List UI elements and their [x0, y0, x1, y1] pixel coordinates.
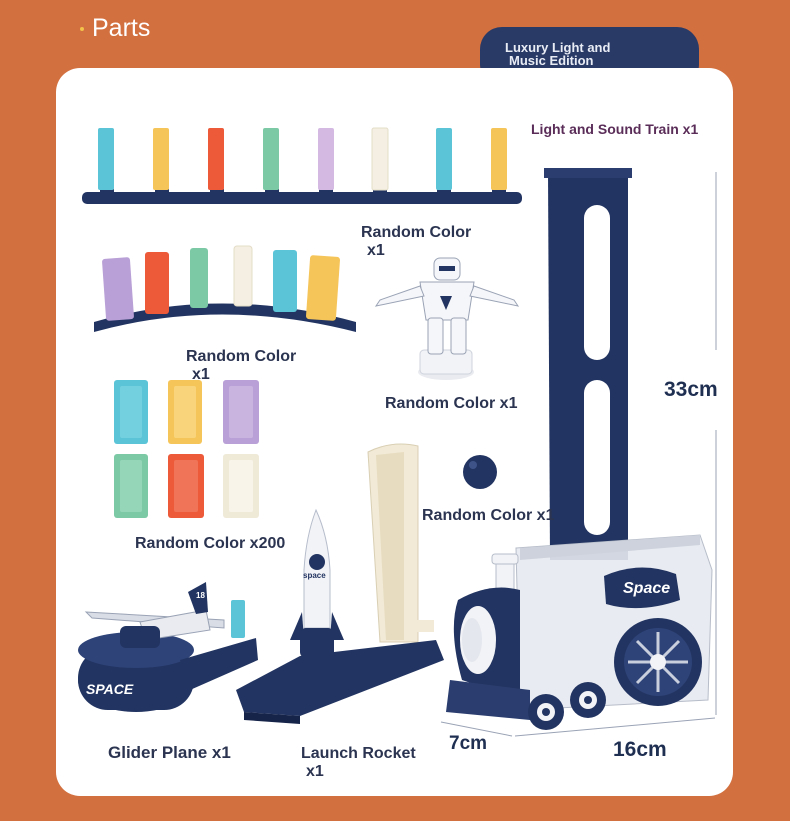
glider-launcher	[78, 600, 258, 712]
rocket-label: Launch Rocket	[301, 745, 416, 762]
edition-badge-line1: Luxury Light and	[505, 40, 611, 55]
rocket-base	[236, 620, 444, 724]
robot-figure	[374, 257, 520, 380]
arc-color-count: x1	[192, 366, 210, 383]
rocket-count: x1	[306, 763, 324, 780]
robot-label: Random Color x1	[385, 395, 518, 412]
loose-dominoes	[114, 380, 259, 518]
glider-plane	[84, 582, 225, 648]
train-tower	[544, 168, 632, 560]
domino-stand-row	[82, 127, 522, 204]
train	[446, 534, 713, 730]
height-dimension: 33cm	[664, 378, 718, 401]
curved-domino-stand	[94, 245, 356, 332]
stand-color-label: Random Color	[361, 224, 472, 241]
rocket-space-decal: space	[303, 571, 326, 580]
plane-number-decal: 18	[196, 591, 205, 600]
launcher-space-decal: SPACE	[86, 681, 134, 697]
ball	[463, 455, 497, 489]
edition-badge-line2: Music Edition	[509, 53, 594, 68]
bullet-dot	[80, 26, 84, 31]
glider-label: Glider Plane x1	[108, 743, 231, 762]
section-title: Parts	[80, 14, 150, 43]
dimension-lines	[440, 172, 717, 737]
train-space-decal: Space	[623, 580, 671, 597]
arc-color-label: Random Color	[186, 348, 297, 365]
width-dimension: 16cm	[613, 738, 667, 761]
launch-tower	[367, 443, 419, 643]
dominoes-label: Random Color x200	[135, 535, 286, 552]
stand-color-count: x1	[367, 242, 385, 259]
section-title-text: Parts	[92, 14, 151, 42]
rocket	[290, 508, 344, 658]
depth-dimension: 7cm	[449, 733, 488, 754]
train-label: Light and Sound Train x1	[531, 121, 699, 137]
ball-label: Random Color x1	[422, 507, 555, 524]
